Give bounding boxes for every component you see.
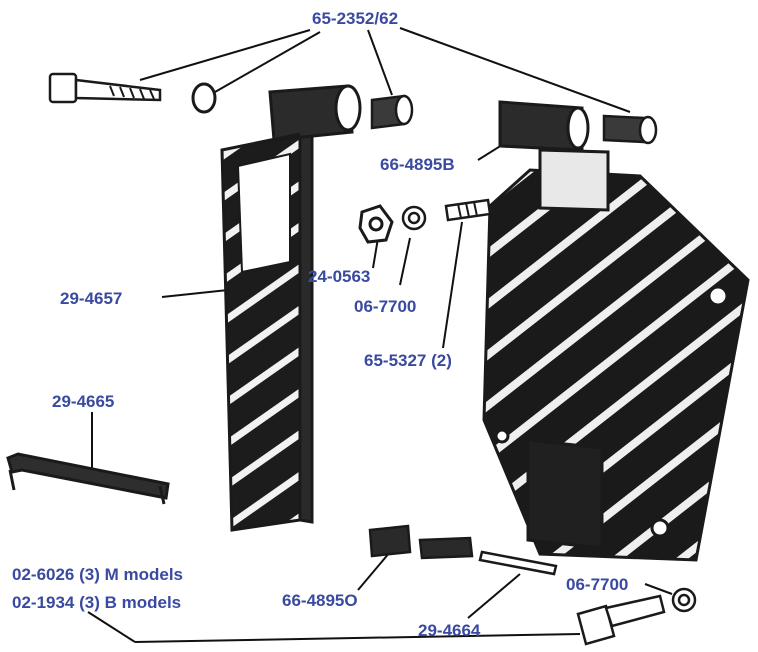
pin-66-4895O (368, 524, 474, 560)
label-06-7700-top: 06-7700 (354, 297, 417, 316)
bushing-right (602, 114, 658, 145)
leader-29-4657 (161, 289, 229, 298)
leader-bushing-left (367, 29, 393, 96)
leader-washer-top (214, 31, 321, 93)
leader-65-5327 (442, 221, 463, 349)
star-washer-bottom (671, 587, 697, 613)
hex-bolt-bottom (576, 594, 666, 646)
leader-02-bolt-bottom (134, 633, 581, 643)
label-65-2352-62: 65-2352/62 (312, 9, 399, 28)
leader-02-bolt-left (87, 611, 136, 643)
bracket-left (220, 84, 362, 532)
leader-66-4895O (357, 551, 391, 591)
label-24-0563: 24-0563 (308, 267, 371, 286)
screw-65-5327 (444, 198, 492, 222)
rod-29-4664 (478, 550, 558, 576)
label-02-6026: 02-6026 (3) M models (12, 565, 184, 584)
leader-06-7700-top (399, 237, 411, 286)
label-65-5327: 65-5327 (2) (364, 351, 452, 370)
nut-24-0563 (358, 204, 394, 244)
leader-06-7700-bottom (644, 583, 673, 595)
leader-24-0563 (372, 237, 379, 269)
leader-29-4664 (467, 573, 521, 619)
label-66-4895O: 66-4895O (282, 591, 358, 610)
leader-bolt-top (139, 29, 311, 81)
hex-bolt-top (48, 72, 162, 104)
rod-29-4665 (6, 452, 170, 505)
label-29-4664: 29-4664 (418, 621, 481, 640)
label-66-4895B: 66-4895B (380, 155, 455, 174)
label-02-1934: 02-1934 (3) B models (12, 593, 182, 612)
bushing-left (370, 94, 414, 130)
label-29-4657: 29-4657 (60, 289, 123, 308)
label-06-7700-bottom: 06-7700 (566, 575, 629, 594)
leader-bushing-right (399, 27, 631, 113)
leader-lines (87, 27, 673, 643)
bracket-right (482, 100, 750, 562)
star-washer-top (401, 205, 427, 231)
label-29-4665: 29-4665 (52, 392, 115, 411)
washer-top (191, 82, 217, 114)
